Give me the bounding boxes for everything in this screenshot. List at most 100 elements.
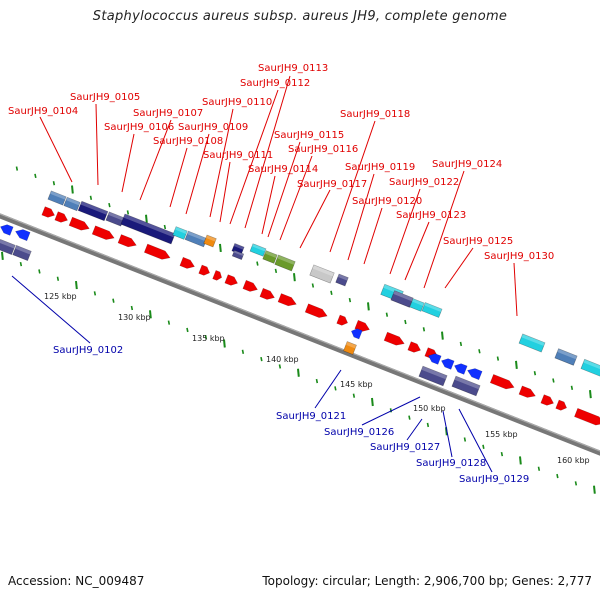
gene-block [249, 243, 267, 257]
forward-cds [224, 274, 238, 286]
gene-block-highlight [557, 348, 578, 360]
forward-cds-shape [540, 394, 554, 406]
reverse-block [0, 239, 16, 255]
forward-cds-shape [555, 399, 567, 411]
tick-mark [574, 481, 578, 486]
tick-mark [330, 290, 333, 295]
forward-cds [179, 256, 195, 269]
gene-block-highlight [312, 264, 335, 277]
forward-cds-shape [41, 206, 55, 218]
gene-label: SaurJH9_0104 [8, 106, 78, 117]
gene-block-highlight [424, 302, 443, 313]
gene-label: SaurJH9_0114 [248, 164, 318, 175]
tick-mark [204, 335, 208, 340]
accession-text: Accession: NC_009487 [8, 574, 145, 588]
forward-cds-shape [304, 303, 328, 318]
tick-mark [441, 331, 444, 340]
genome-title: Staphylococcus aureus subsp. aureus JH9,… [92, 9, 508, 24]
gene-label: SaurJH9_0105 [70, 92, 140, 103]
tick-mark [56, 276, 60, 281]
gene-block-shape [63, 196, 81, 212]
gene-label: SaurJH9_0128 [416, 458, 486, 469]
tick-mark [163, 224, 167, 230]
gene-block-highlight [277, 255, 296, 265]
forward-cds-shape [212, 270, 223, 281]
tick-mark [593, 485, 596, 494]
tick-mark [515, 360, 518, 369]
gene-block-shape [47, 190, 67, 206]
gene-block [309, 264, 335, 284]
reverse-cds-shape [0, 224, 14, 236]
forward-cds [41, 206, 55, 218]
tick-mark [256, 261, 259, 266]
tick-mark [589, 390, 592, 399]
leader-line [39, 116, 73, 183]
forward-cds-shape [574, 407, 600, 426]
forward-cds-shape [407, 341, 421, 353]
tick-mark [500, 451, 504, 457]
tick-mark [426, 422, 430, 428]
reverse-cds-shape [467, 368, 483, 381]
tick-mark [223, 339, 226, 348]
gene-block-shape [390, 290, 414, 308]
gene-block-highlight [50, 190, 67, 200]
tick-mark [311, 283, 315, 288]
tick-mark [348, 297, 352, 303]
tick-mark [219, 243, 222, 253]
leader-line [347, 173, 375, 261]
gene-block-shape [335, 273, 349, 287]
forward-cds-shape [259, 287, 275, 300]
gene-block [47, 190, 67, 206]
forward-cds [277, 293, 297, 307]
gene-label: SaurJH9_0121 [276, 411, 346, 422]
scale-labels: 125 kbp 130 kbp 135 kbp 140 kbp 145 kbp … [44, 292, 590, 465]
gene-label: SaurJH9_0127 [370, 442, 440, 453]
leader-line [209, 108, 234, 218]
tick-mark [241, 349, 245, 354]
tick-mark [463, 437, 467, 442]
leader-line [299, 189, 331, 249]
forward-cds [555, 399, 567, 411]
forward-cds [354, 319, 370, 332]
leader-line [11, 275, 91, 344]
tick-mark [167, 320, 171, 325]
reverse-cds [441, 358, 455, 370]
reverse-cds-shape [351, 328, 363, 340]
tick-mark [293, 273, 296, 282]
gene-label: SaurJH9_0113 [258, 63, 328, 74]
forward-cds-shape [179, 256, 195, 269]
reverse-cds-shape [15, 229, 31, 242]
gene-block-shape [554, 348, 578, 366]
leader-line [139, 119, 172, 201]
forward-cds-shape [489, 374, 515, 390]
tick-mark [404, 319, 407, 325]
forward-cds [540, 394, 554, 406]
leader-line [404, 221, 430, 281]
leader-line [261, 175, 276, 235]
forward-cds [91, 225, 115, 240]
tick-mark [93, 291, 97, 296]
tick-mark [315, 378, 319, 384]
gene-block-shape [518, 333, 546, 353]
forward-cds [407, 341, 421, 353]
tick-mark [389, 408, 393, 413]
gene-label: SaurJH9_0117 [297, 179, 367, 190]
tick-mark [519, 456, 522, 465]
gene-block-shape [409, 298, 425, 312]
reverse-block-highlight [454, 376, 481, 390]
gene-block [335, 273, 349, 287]
tick-mark [38, 269, 41, 274]
forward-cds-shape [224, 274, 238, 286]
reverse-block-shape [418, 365, 448, 387]
forward-cds [54, 211, 68, 223]
gene-block [262, 250, 278, 264]
scale-label: 130 kbp [118, 313, 151, 322]
gene-block [518, 333, 546, 353]
gene-block [390, 290, 414, 308]
tick-mark [478, 349, 481, 354]
reverse-cds-shape [441, 358, 455, 370]
reverse-block [12, 245, 32, 261]
reverse-cds [454, 363, 468, 375]
genome-stats-text: Topology: circular; Length: 2,906,700 bp… [262, 574, 592, 588]
tick-mark [533, 371, 537, 376]
